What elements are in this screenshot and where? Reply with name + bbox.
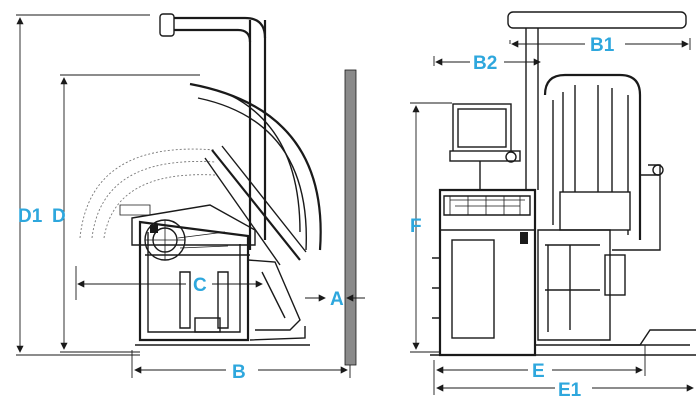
label-f: F bbox=[410, 216, 422, 237]
label-e: E bbox=[532, 361, 545, 382]
label-b: B bbox=[232, 362, 246, 383]
label-d1: D1 bbox=[18, 206, 43, 227]
label-e1: E1 bbox=[558, 380, 582, 400]
label-d: D bbox=[52, 206, 66, 227]
label-a: A bbox=[330, 289, 344, 310]
side-view: D1 D C A B bbox=[16, 13, 365, 383]
wall bbox=[344, 69, 357, 366]
front-view: B1 B2 F E E1 bbox=[410, 11, 696, 400]
label-b2: B2 bbox=[473, 53, 497, 74]
label-b1: B1 bbox=[590, 35, 615, 56]
label-c: C bbox=[193, 275, 207, 296]
